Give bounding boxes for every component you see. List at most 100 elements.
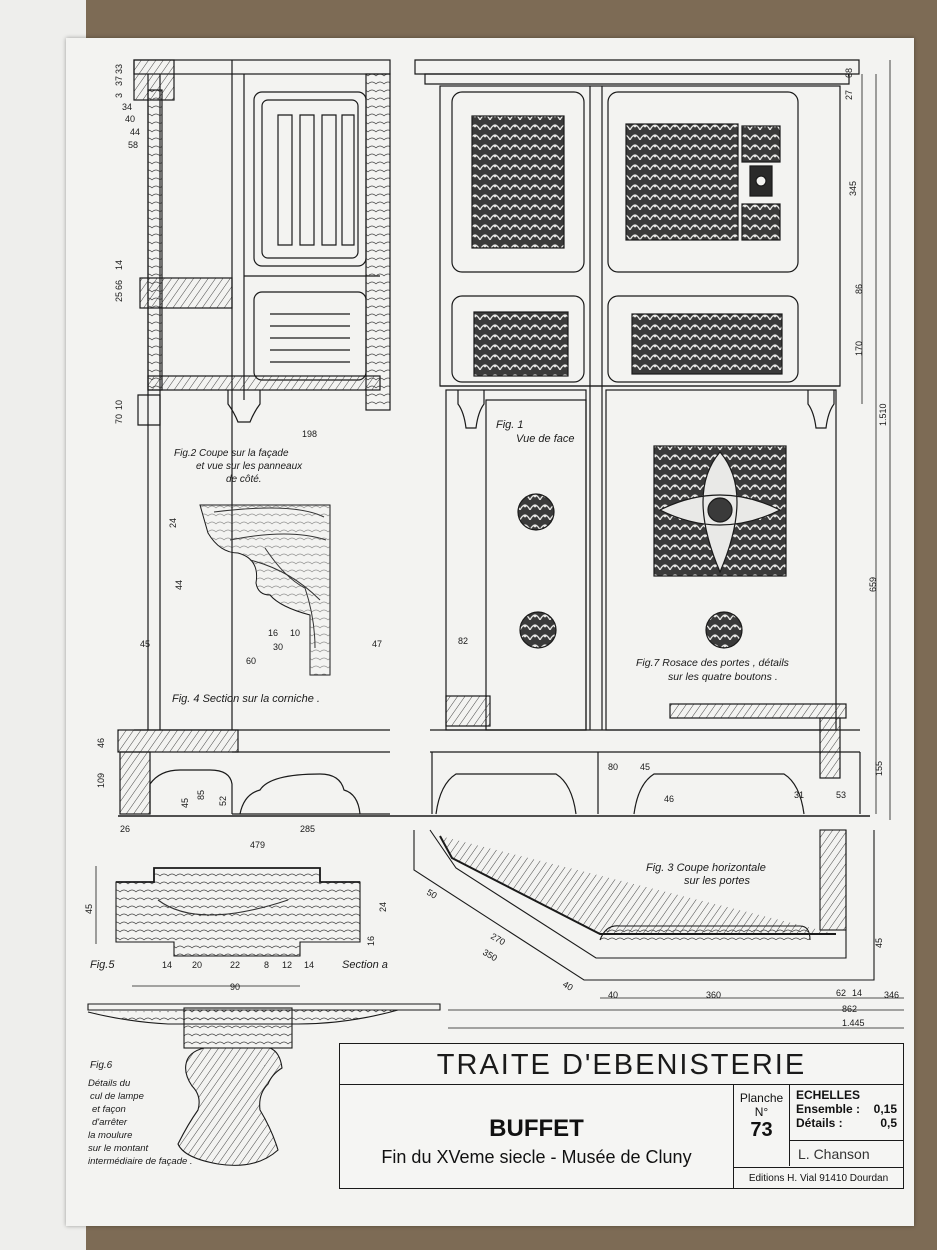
fig1-caption-line2: Vue de face [516,433,575,445]
dim-left-stack-3: 33 [114,64,124,74]
scale-details-row: Détails : 0,5 [796,1116,897,1130]
dim-45c: 45 [640,762,650,772]
dim-659: 659 [868,577,878,592]
fig1-front-view [118,59,891,820]
dim-16: 16 [268,628,278,638]
dim-85: 85 [196,790,206,800]
dim-45b: 45 [180,798,190,808]
dim-70: 70 [114,414,124,424]
fig6-line-7: intermédiaire de façade . [88,1156,193,1167]
fig5-caption: Fig.5 [90,959,115,971]
piece-subtitle: Fin du XVeme siecle - Musée de Cluny [381,1147,692,1167]
dim-24b: 24 [378,902,388,912]
scale-details-value: 0,5 [880,1116,897,1130]
section-a-caption: Section a [342,959,388,971]
dim-45e: 45 [874,938,884,948]
scales-cell: ECHELLES Ensemble : 0,15 Détails : 0,5 [790,1085,903,1141]
dimension-labels: 3 37 33 34 40 44 58 14 66 25 10 70 198 4… [84,64,899,1028]
fig6-line-5: la moulure [88,1130,132,1141]
dim-50: 50 [425,887,439,901]
dim-46: 46 [96,738,106,748]
dim-86: 86 [854,284,864,294]
series-title: TRAITE D'EBENISTERIE [340,1044,903,1085]
fig7-caption-line2: sur les quatre boutons . [668,671,778,683]
scale-details-label: Détails : [796,1116,843,1130]
dim-45: 45 [140,639,150,649]
dim-22: 22 [230,960,240,970]
dim-left-stack-6: 44 [130,127,140,137]
fig3-horizontal-section [413,829,904,1029]
scale-ensemble-label: Ensemble : [796,1102,861,1116]
dim-30: 30 [273,642,283,652]
fig6-line-1: Détails du [88,1078,131,1089]
dim-14a: 14 [162,960,172,970]
dim-14b: 14 [304,960,314,970]
dim-90: 90 [230,982,240,992]
publisher: Editions H. Vial 91410 Dourdan [734,1167,903,1189]
fig2-side-section [117,59,391,815]
dim-345: 345 [848,181,858,196]
fig2-caption-line1: Fig.2 Coupe sur la façade [174,448,289,459]
dim-44: 44 [174,580,184,590]
piece-title: BUFFET [489,1115,584,1142]
dim-10: 10 [114,400,124,410]
dim-12: 12 [282,960,292,970]
dim-270: 270 [489,931,507,947]
figure-captions: Fig. 1 Vue de face Fig.2 Coupe sur la fa… [88,419,790,1167]
dim-left-stack-1: 3 [114,93,124,98]
planche-number: 73 [750,1119,773,1141]
author: L. Chanson [798,1146,870,1162]
dim-350: 350 [481,947,499,963]
fig6-line-3: et façon [92,1104,126,1115]
fig2-caption-line2: et vue sur les panneaux [196,461,303,472]
dim-14: 14 [114,260,124,270]
dim-82: 82 [458,636,468,646]
planche-cell: Planche N° 73 [734,1085,790,1166]
scales-label: ECHELLES [796,1088,861,1102]
dim-1445: 1.445 [842,1018,865,1028]
fig4-cornice-section [199,504,331,676]
dim-10b: 10 [290,628,300,638]
dim-80: 80 [608,762,618,772]
dim-26: 26 [120,824,130,834]
dim-1510: 1.510 [878,403,888,426]
fig6-line-6: sur le montant [88,1143,149,1154]
dim-346: 346 [884,990,899,1000]
dim-24: 24 [168,518,178,528]
dim-31: 31 [794,790,804,800]
title-block: TRAITE D'EBENISTERIE BUFFET Fin du XVeme… [339,1043,904,1189]
fig7-caption-line1: Fig.7 Rosace des portes , détails [636,657,790,669]
dim-170: 170 [854,341,864,356]
planche-no-label: N° [754,1105,769,1119]
fig1-caption-line1: Fig. 1 [496,419,524,431]
dim-198: 198 [302,429,317,439]
dim-left-stack-2: 37 [114,76,124,86]
dim-45d: 45 [84,904,94,914]
fig4-caption: Fig. 4 Section sur la corniche . [172,693,320,705]
dim-8: 8 [264,960,269,970]
dim-68: 68 [844,68,854,78]
dim-46b: 46 [664,794,674,804]
scale-ensemble-value: 0,15 [873,1102,897,1116]
fig6-bracket-detail [87,1003,441,1166]
dim-27: 27 [844,90,854,100]
dim-25: 25 [114,292,124,302]
title-main-cell: BUFFET Fin du XVeme siecle - Musée de Cl… [340,1085,734,1188]
dim-360: 360 [706,990,721,1000]
dim-62: 62 [836,988,846,998]
dim-285: 285 [300,824,315,834]
dim-14c: 14 [852,988,862,998]
fig6-line-4: d'arrêter [92,1117,128,1128]
fig6-caption: Fig.6 [90,1060,113,1071]
fig3-caption-line2: sur les portes [684,875,751,887]
dim-left-stack-5: 40 [125,114,135,124]
scale-ensemble-row: Ensemble : 0,15 [796,1102,897,1116]
fig3-caption-line1: Fig. 3 Coupe horizontale [646,862,766,874]
dim-66: 66 [114,280,124,290]
fig2-caption-line3: de côté. [226,474,262,485]
dim-862: 862 [842,1004,857,1014]
dim-155: 155 [874,761,884,776]
dim-40a: 40 [561,979,575,993]
